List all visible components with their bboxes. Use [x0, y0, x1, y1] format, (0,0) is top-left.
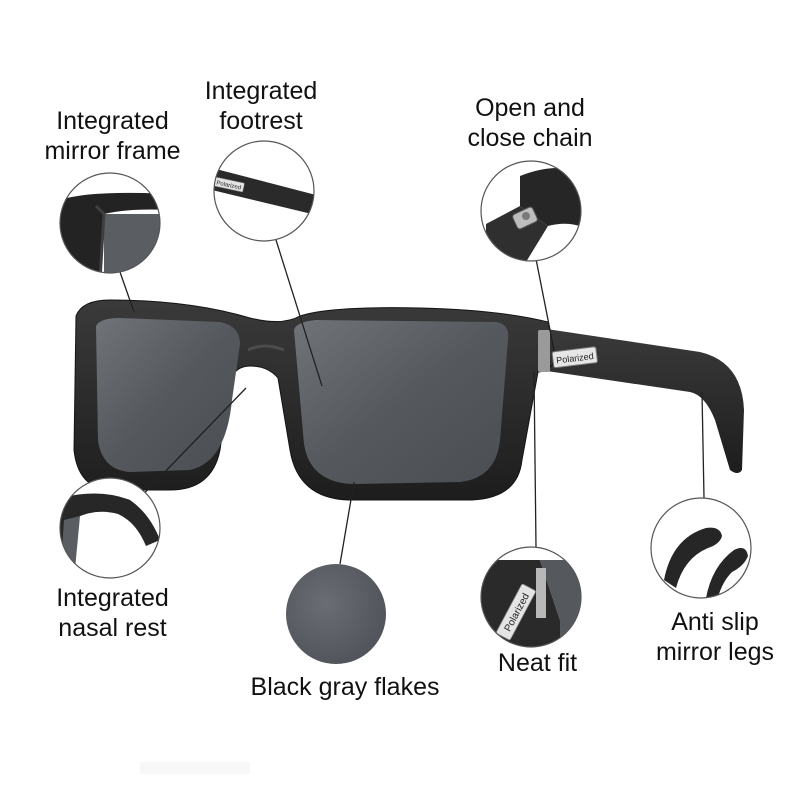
callout-mirror-frame: [59, 172, 161, 274]
label-integrated-nasal-rest: Integrated nasal rest: [40, 583, 185, 643]
label-integrated-mirror-frame: Integrated mirror frame: [40, 106, 185, 166]
label-line: Anti slip: [671, 608, 759, 636]
hinge: [538, 330, 550, 372]
label-open-close-chain: Open and close chain: [460, 93, 600, 153]
leader-lines: [119, 239, 705, 565]
callout-chain: [480, 160, 582, 262]
leader-flakes: [339, 481, 355, 565]
callout-nasal: [59, 477, 161, 579]
left-lens: [96, 318, 240, 472]
leader-leg: [701, 391, 705, 499]
leader-neat: [533, 371, 537, 548]
callout-footrest: Polarized: [213, 140, 315, 242]
label-line: footrest: [219, 107, 303, 135]
label-anti-slip-mirror-legs: Anti slip mirror legs: [640, 607, 790, 667]
label-integrated-footrest: Integrated footrest: [196, 76, 326, 136]
label-line: mirror frame: [44, 137, 181, 165]
label-line: mirror legs: [655, 638, 775, 666]
leader-nasal: [129, 387, 247, 509]
callout-neatfit: Polarized: [480, 546, 582, 648]
label-line: close chain: [467, 124, 593, 152]
label-line: Open and: [475, 94, 585, 122]
right-lens: [294, 320, 509, 484]
callout-antislip: [650, 497, 752, 599]
footrest-stamp-text: Polarized: [216, 180, 242, 191]
callout-flakes: [286, 564, 386, 664]
label-line: Integrated: [56, 107, 169, 135]
leader-mirror-frame: [119, 271, 135, 313]
leader-chain: [535, 258, 553, 341]
label-line: Integrated: [204, 77, 318, 105]
label-black-gray-flakes: Black gray flakes: [240, 672, 450, 702]
polarized-stamp: Polarized: [551, 346, 598, 369]
label-neat-fit: Neat fit: [480, 648, 595, 678]
polarized-stamp-text: Polarized: [556, 351, 594, 365]
leader-footrest: [275, 239, 323, 387]
flake-swatch: [286, 564, 386, 664]
sunglasses-main: Polarized: [73, 299, 744, 501]
label-line: Neat fit: [497, 649, 578, 677]
label-line: Black gray flakes: [250, 673, 440, 701]
label-line: nasal rest: [58, 614, 167, 642]
near-temple-arm: [540, 328, 744, 473]
label-line: Integrated: [56, 584, 169, 612]
